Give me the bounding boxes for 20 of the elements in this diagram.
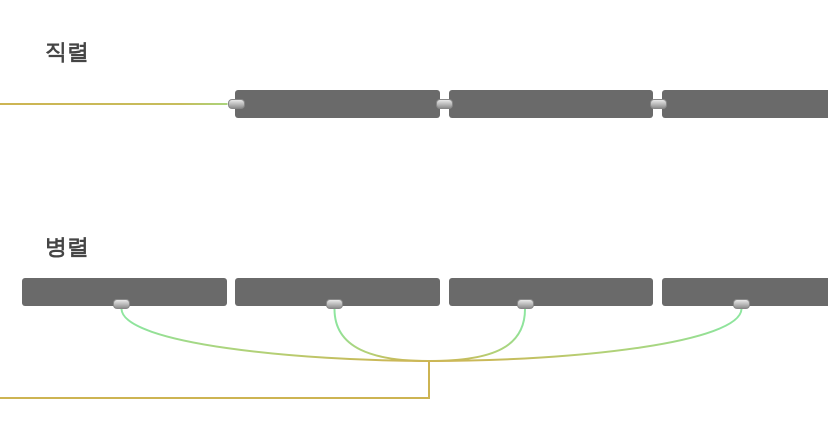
wire bbox=[0, 361, 430, 399]
heading: 직렬 bbox=[45, 42, 89, 64]
connector-plug bbox=[326, 299, 343, 309]
connector-plug bbox=[516, 299, 534, 309]
connector-plug bbox=[113, 299, 130, 309]
connector-plug bbox=[228, 99, 244, 109]
wire bbox=[334, 308, 430, 362]
block-bar bbox=[662, 278, 828, 306]
wire bbox=[428, 308, 742, 362]
block-bar bbox=[235, 278, 440, 306]
block-bar bbox=[662, 90, 828, 118]
block-bar bbox=[22, 278, 227, 306]
connector-plug bbox=[733, 299, 750, 309]
wire bbox=[0, 103, 228, 105]
block-bar bbox=[235, 90, 440, 118]
block-bar bbox=[449, 278, 653, 306]
heading: 병렬 bbox=[45, 237, 89, 259]
connector-plug bbox=[436, 99, 452, 109]
connector-plug bbox=[650, 99, 666, 109]
block-bar bbox=[449, 90, 653, 118]
